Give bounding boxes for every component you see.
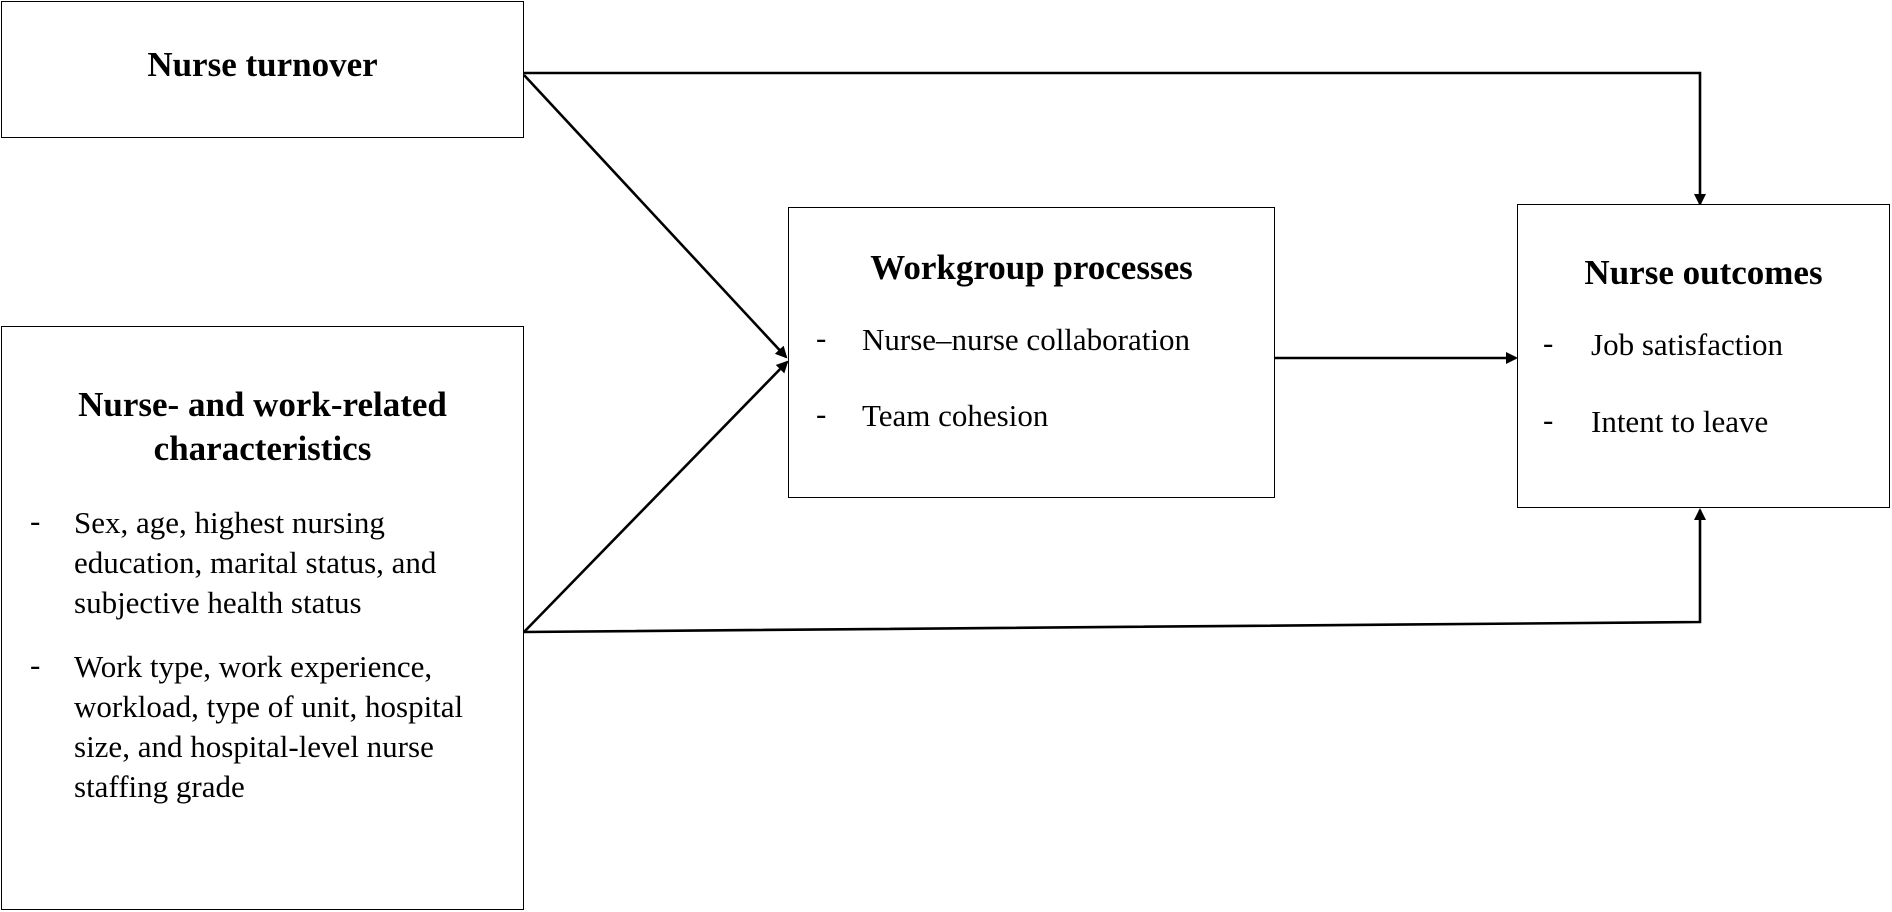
bullet-dash: - [30,647,41,682]
arrow-characteristics-to-workgroup [523,360,789,633]
node-workgroup-processes: Workgroup processes - Nurse–nurse collab… [788,207,1275,498]
bullet-dash: - [1543,402,1554,437]
list-item: - Nurse–nurse collaboration [816,320,1264,360]
item-text: Team cohesion [862,398,1049,433]
node-title: Nurse- and work-related characteristics [78,385,447,468]
bullet-dash: - [30,503,41,538]
node-title: Workgroup processes [870,248,1193,287]
list-item: - Job satisfaction [1543,325,1879,365]
arrow-characteristics-to-outcomes [523,508,1706,634]
node-nurse-turnover: Nurse turnover [1,1,524,138]
bullet-dash: - [1543,325,1554,360]
node-nurse-outcomes: Nurse outcomes - Job satisfaction - Inte… [1517,204,1890,508]
list-item: - Intent to leave [1543,402,1879,442]
arrow-turnover-to-outcomes [524,71,1706,206]
list-item: - Sex, age, highest nursing education, m… [30,503,503,623]
node-title: Nurse turnover [147,45,378,84]
item-text: Work type, work experience, workload, ty… [74,649,464,804]
item-text: Nurse–nurse collaboration [862,322,1190,357]
bullet-dash: - [816,396,827,431]
item-text: Intent to leave [1591,404,1769,439]
list-item: - Work type, work experience, workload, … [30,647,503,807]
item-text: Sex, age, highest nursing education, mar… [74,505,437,620]
bullet-dash: - [816,320,827,355]
item-text: Job satisfaction [1591,327,1783,362]
node-title: Nurse outcomes [1584,253,1823,292]
list-item: - Team cohesion [816,396,1264,436]
arrow-turnover-to-workgroup [523,74,788,359]
node-nurse-work-characteristics: Nurse- and work-related characteristics … [1,326,524,910]
